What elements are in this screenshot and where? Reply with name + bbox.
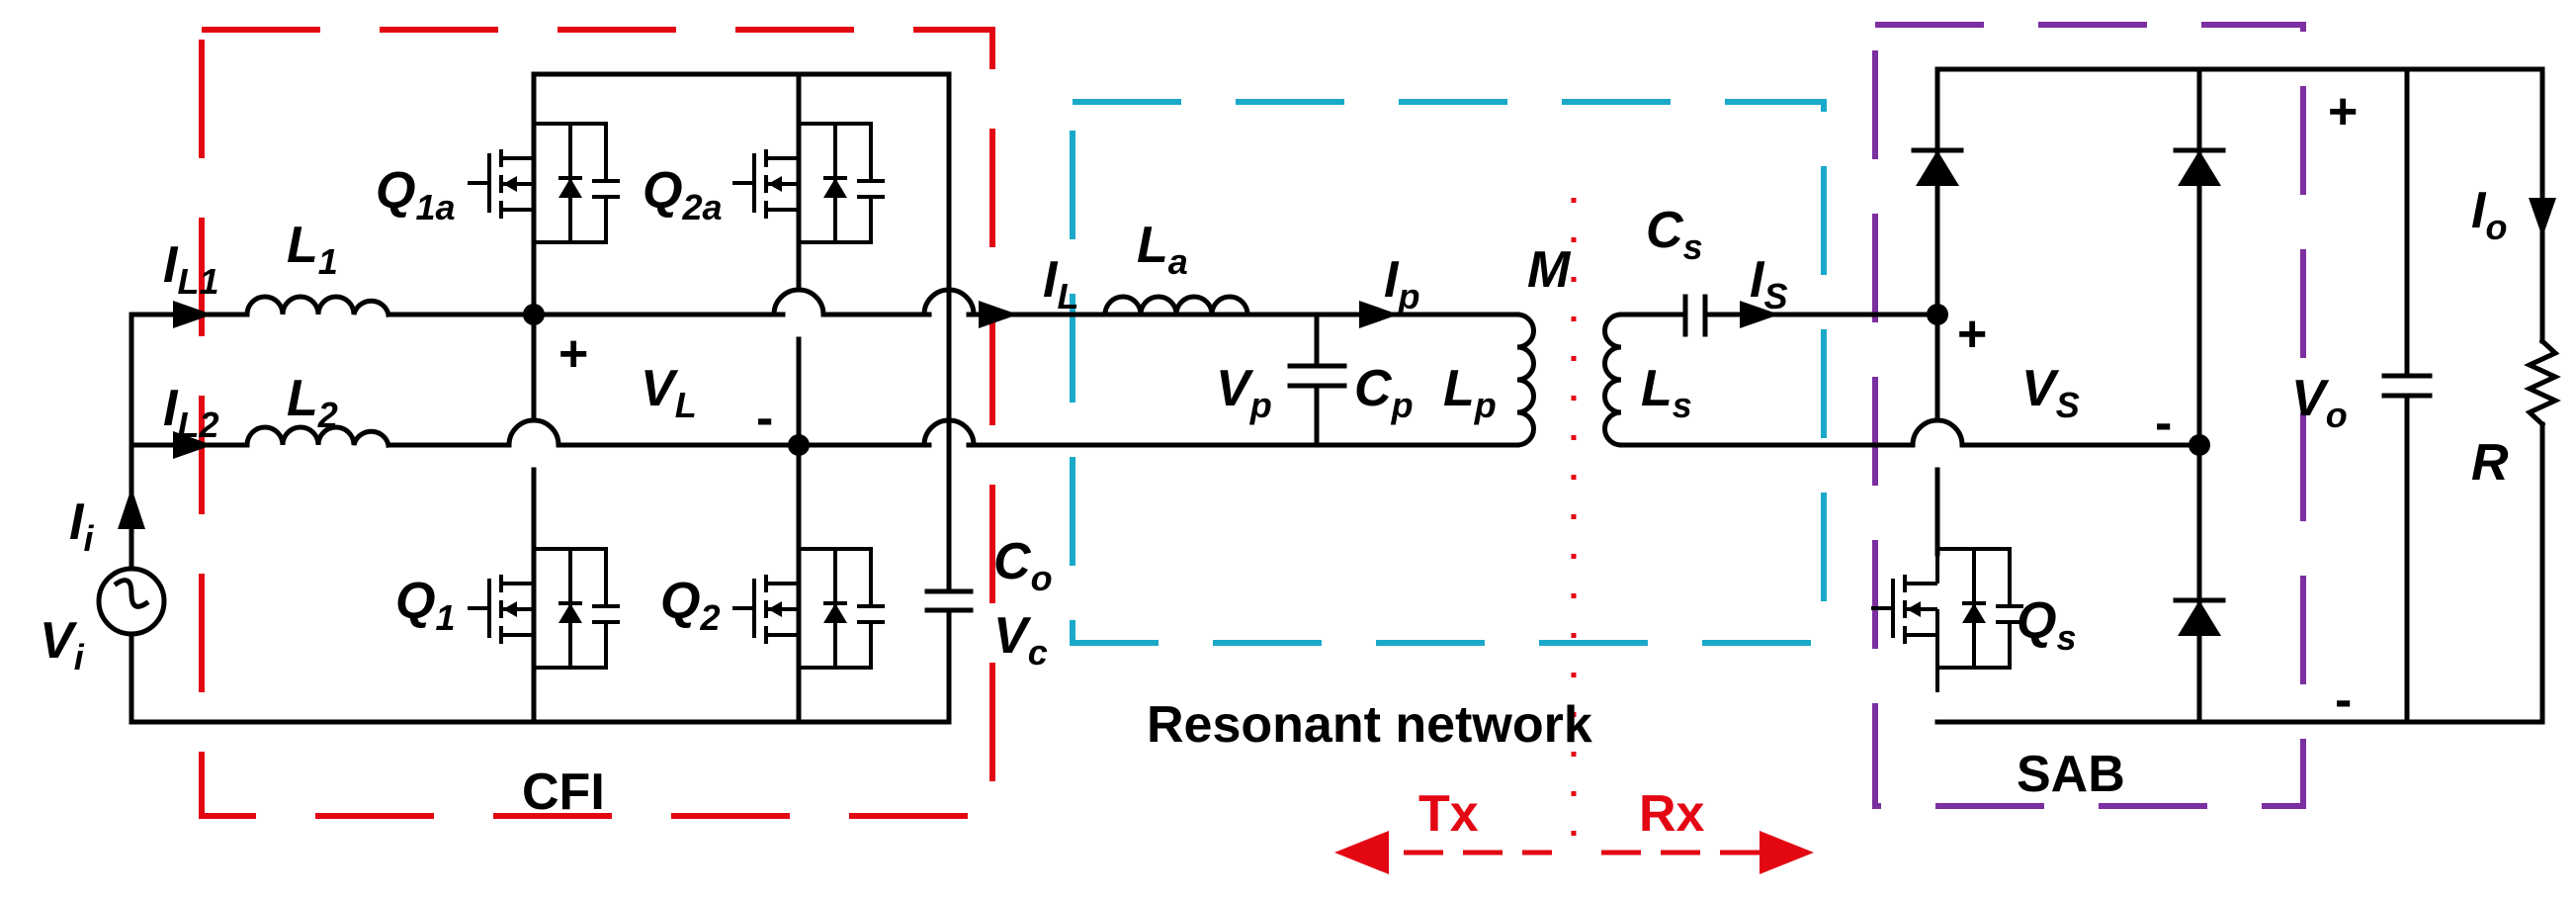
label-cs: Cs bbox=[1646, 202, 1703, 267]
arrow-il1 bbox=[173, 301, 213, 328]
label-r: R bbox=[2471, 434, 2509, 492]
resonant-wiring bbox=[1102, 294, 1940, 448]
caption-rx: Rx bbox=[1639, 785, 1705, 843]
caption-resonant-network: Resonant network bbox=[1147, 696, 1592, 754]
arrow-il2 bbox=[173, 431, 213, 459]
label-vp: Vp bbox=[1216, 360, 1272, 425]
label-vo: Vo bbox=[2291, 370, 2348, 435]
mosfet-q1 bbox=[466, 522, 622, 694]
label-vs: VS bbox=[2021, 360, 2080, 425]
sign-vl-minus: - bbox=[756, 390, 773, 447]
resistor-r bbox=[2524, 337, 2561, 428]
label-il: IL bbox=[1043, 251, 1078, 316]
arrow-il bbox=[979, 301, 1018, 328]
label-vl: VL bbox=[641, 360, 697, 425]
inductor-lp bbox=[1514, 312, 1536, 448]
label-q2: Q2 bbox=[660, 573, 720, 638]
mosfet-qs bbox=[1869, 522, 2025, 694]
sign-vs-plus: + bbox=[1957, 306, 1987, 363]
sab-block-outline bbox=[1872, 22, 2306, 809]
sign-vo-plus: + bbox=[2328, 83, 2358, 140]
mosfet-q2 bbox=[730, 522, 887, 694]
source-vi-symbol bbox=[113, 578, 150, 609]
tx-rx-indicator: Tx Rx bbox=[1334, 785, 1814, 874]
inductor-la bbox=[1102, 294, 1250, 317]
mosfet-q1a bbox=[466, 97, 622, 269]
label-il1: IL1 bbox=[163, 236, 218, 302]
sign-vl-plus: + bbox=[558, 325, 588, 383]
label-l2: L2 bbox=[287, 370, 338, 435]
cfi-block-outline bbox=[199, 27, 995, 819]
label-is: IS bbox=[1750, 251, 1787, 316]
diode-d1 bbox=[1914, 150, 1961, 186]
label-cp: Cp bbox=[1354, 360, 1414, 425]
label-la: La bbox=[1137, 217, 1188, 282]
caption-sab: SAB bbox=[2017, 746, 2125, 803]
inductor-l1 bbox=[244, 294, 392, 318]
diode-d2 bbox=[2176, 150, 2223, 186]
label-vi: Vi bbox=[40, 612, 85, 677]
label-io: Io bbox=[2471, 182, 2507, 247]
label-il2: IL2 bbox=[163, 380, 218, 445]
mosfet-q2a bbox=[730, 97, 887, 269]
caption-cfi: CFI bbox=[522, 764, 605, 821]
label-l1: L1 bbox=[287, 217, 338, 282]
label-q1: Q1 bbox=[395, 573, 455, 638]
inductor-l2 bbox=[244, 424, 392, 449]
arrow-ii bbox=[118, 488, 145, 529]
arrow-right-rx bbox=[1760, 831, 1814, 874]
label-ii: Ii bbox=[69, 494, 94, 559]
arrow-left-tx bbox=[1334, 831, 1389, 874]
sign-vo-minus: - bbox=[2335, 672, 2352, 729]
inductor-ls bbox=[1602, 312, 1624, 448]
sign-vs-minus: - bbox=[2155, 395, 2172, 452]
label-lp: Lp bbox=[1443, 360, 1497, 425]
label-co: Co bbox=[993, 533, 1053, 598]
label-ip: Ip bbox=[1384, 251, 1419, 316]
diode-d3 bbox=[2176, 600, 2223, 636]
label-m: M bbox=[1527, 241, 1572, 299]
label-q2a: Q2a bbox=[643, 162, 723, 227]
label-vc: Vc bbox=[993, 607, 1048, 673]
cfi-wiring bbox=[129, 71, 1520, 725]
sab-wiring bbox=[1910, 66, 2561, 725]
resonant-network-outline bbox=[1070, 99, 1827, 646]
label-q1a: Q1a bbox=[376, 162, 456, 227]
caption-tx: Tx bbox=[1418, 785, 1479, 843]
label-qs: Qs bbox=[2017, 592, 2076, 658]
label-ls: Ls bbox=[1641, 360, 1692, 425]
